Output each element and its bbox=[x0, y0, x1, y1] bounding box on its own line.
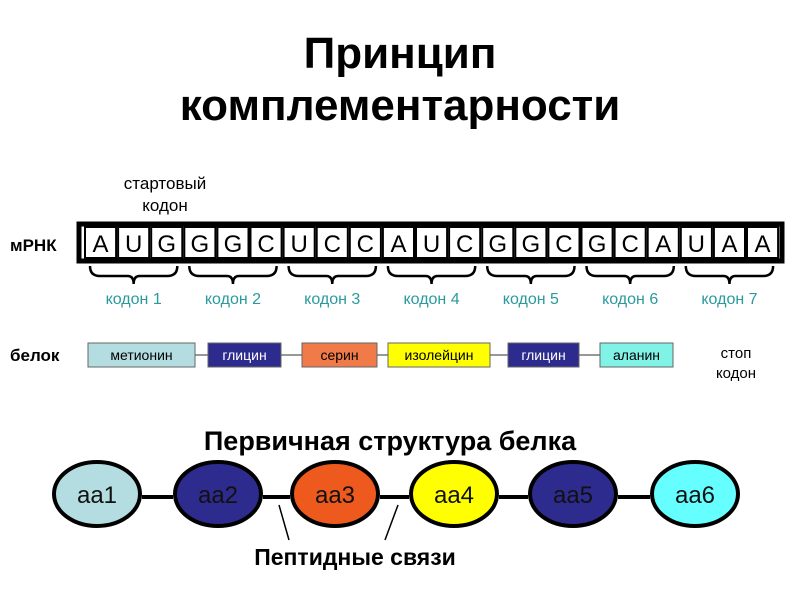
nucleotide-letter: U bbox=[688, 231, 705, 258]
codon-brace bbox=[386, 265, 477, 285]
nucleotide-letter: G bbox=[157, 231, 176, 258]
codon-brace bbox=[585, 265, 676, 285]
amino-acid-chain: метионин глицин серин изолейцин глицин аланин bbox=[87, 342, 674, 368]
nucleotide-letter: G bbox=[488, 231, 507, 258]
nucleotide-letter: C bbox=[555, 231, 572, 258]
nucleotide-letter: A bbox=[93, 231, 109, 258]
nucleotide-cell bbox=[348, 226, 382, 259]
amino-acid-box bbox=[599, 342, 674, 368]
amino-acid-name: изолейцин bbox=[405, 347, 474, 363]
nucleotide-letter: A bbox=[755, 231, 771, 258]
start-codon-label-1: стартовый bbox=[124, 174, 206, 193]
nucleotide-cell bbox=[415, 226, 449, 259]
title-line-2: комплементарности bbox=[180, 81, 621, 130]
nucleotide-cell bbox=[514, 226, 548, 259]
amino-acid-box bbox=[301, 342, 378, 368]
nucleotide-letter: G bbox=[224, 231, 243, 258]
nucleotide-cell bbox=[679, 226, 713, 259]
nucleotide-cell bbox=[282, 226, 316, 259]
nucleotide-cell bbox=[746, 226, 780, 259]
nucleotide-cell bbox=[646, 226, 680, 259]
codon-brace bbox=[88, 265, 179, 285]
stop-codon-label-2: кодон bbox=[716, 365, 756, 382]
nucleotide-letter: C bbox=[621, 231, 638, 258]
codon-labels: кодон 1 кодон 2 кодон 3 кодон 4 кодон 5 кодон… bbox=[106, 291, 758, 308]
start-codon-label-2: кодон bbox=[142, 196, 187, 215]
nucleotide-cell bbox=[712, 226, 747, 259]
amino-acid-name: глицин bbox=[222, 347, 266, 363]
protein-label: белок bbox=[10, 346, 60, 365]
nucleotide-letter: G bbox=[522, 231, 541, 258]
nucleotide-letter: G bbox=[588, 231, 607, 258]
nucleotide-cell bbox=[448, 226, 482, 259]
nucleotide-letter: A bbox=[655, 231, 671, 258]
codon-label: кодон 5 bbox=[503, 291, 559, 308]
codon-label: кодон 3 bbox=[304, 291, 360, 308]
mrna-label: мРНК bbox=[10, 236, 57, 255]
residue-aa3 bbox=[290, 460, 380, 528]
nucleotide-cell bbox=[249, 226, 283, 259]
codon-label: кодон 1 bbox=[106, 291, 162, 308]
codon-label: кодон 6 bbox=[602, 291, 658, 308]
nucleotide-cell bbox=[117, 226, 151, 259]
residue-aa2 bbox=[173, 460, 263, 528]
amino-acid-name: метионин bbox=[110, 347, 172, 363]
nucleotide-letter: U bbox=[290, 231, 307, 258]
amino-acid-box bbox=[207, 342, 282, 368]
nucleotide-letter: C bbox=[324, 231, 341, 258]
residue-label: aa2 bbox=[198, 482, 238, 509]
nucleotide-letter: G bbox=[191, 231, 210, 258]
nucleotide-cell bbox=[381, 226, 415, 259]
nucleotide-cell bbox=[216, 226, 250, 259]
nucleotide-letter: U bbox=[423, 231, 440, 258]
amino-acid-name: серин bbox=[320, 347, 358, 363]
codon-braces bbox=[88, 265, 775, 285]
residue-aa6 bbox=[650, 460, 740, 528]
peptide-bonds-label: Пептидные связи bbox=[254, 544, 456, 570]
nucleotide-letter: C bbox=[357, 231, 374, 258]
residue-aa4 bbox=[409, 460, 499, 528]
nucleotide-letter: C bbox=[257, 231, 274, 258]
residue-label: aa5 bbox=[553, 482, 593, 509]
stop-codon-label-1: стоп bbox=[721, 345, 752, 362]
nucleotide-cell bbox=[481, 226, 515, 259]
codon-brace bbox=[485, 265, 576, 285]
codon-label: кодон 2 bbox=[205, 291, 261, 308]
nucleotide-letter: A bbox=[390, 231, 406, 258]
nucleotide-cell bbox=[580, 226, 614, 259]
nucleotide-letter: C bbox=[456, 231, 473, 258]
residue-label: aa3 bbox=[315, 482, 355, 509]
residue-aa5 bbox=[528, 460, 618, 528]
nucleotide-cell bbox=[183, 226, 217, 259]
residue-label: aa6 bbox=[675, 482, 715, 509]
codon-label: кодон 7 bbox=[701, 291, 757, 308]
residue-label: aa1 bbox=[77, 482, 117, 509]
title-line-1: Принцип bbox=[304, 29, 497, 78]
amino-acid-name: аланин bbox=[613, 347, 660, 363]
amino-acid-name: глицин bbox=[521, 347, 565, 363]
peptide-bond-pointer-1 bbox=[278, 504, 290, 541]
peptide-bond-pointer-2 bbox=[384, 504, 399, 541]
nucleotide-letter: U bbox=[125, 231, 142, 258]
residue-label: aa4 bbox=[434, 482, 474, 509]
nucleotide-cell bbox=[613, 226, 647, 259]
codon-label: кодон 4 bbox=[403, 291, 459, 308]
nucleotide-letter: A bbox=[721, 231, 737, 258]
codon-brace bbox=[287, 265, 378, 285]
codon-brace bbox=[684, 265, 775, 285]
amino-acid-box bbox=[87, 342, 196, 368]
amino-acid-box bbox=[387, 342, 491, 368]
nucleotide-cell bbox=[547, 226, 581, 259]
residue-aa1 bbox=[52, 460, 142, 528]
nucleotide-cell bbox=[150, 226, 184, 259]
amino-acid-box bbox=[507, 342, 580, 368]
nucleotide-cell bbox=[315, 226, 349, 259]
primary-structure-title: Первичная структура белка bbox=[204, 426, 577, 456]
nucleotide-cell bbox=[84, 226, 118, 259]
codon-brace bbox=[188, 265, 278, 285]
primary-structure-chain: aa1 aa2 aa3 aa4 aa5 aa6 bbox=[52, 460, 740, 528]
